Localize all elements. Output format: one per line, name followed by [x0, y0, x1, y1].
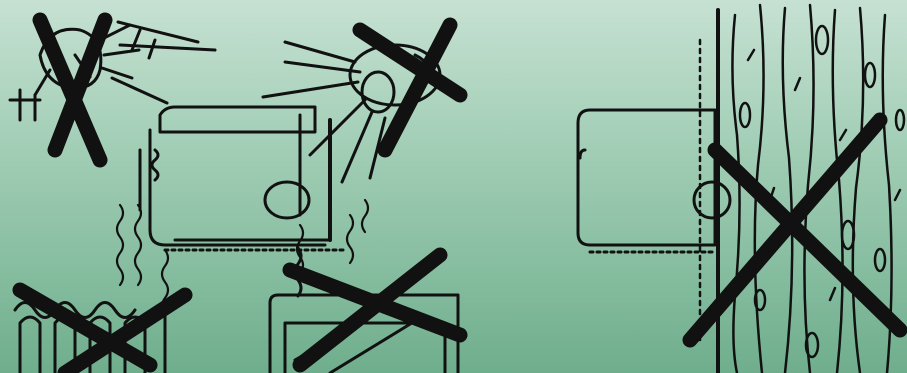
- wall-lamp-cross-icon: [40, 20, 105, 160]
- spotlight-cross-icon: [360, 25, 460, 150]
- wooden-wall-cross-icon: [690, 120, 900, 340]
- wall-mounted-unit-icon: [578, 110, 730, 252]
- right-installation-panel: [578, 5, 904, 373]
- left-installation-panel: [10, 20, 460, 373]
- stove-cross-icon: [290, 255, 460, 365]
- wooden-wall-icon: [700, 5, 904, 373]
- indoor-unit-icon: [140, 107, 345, 250]
